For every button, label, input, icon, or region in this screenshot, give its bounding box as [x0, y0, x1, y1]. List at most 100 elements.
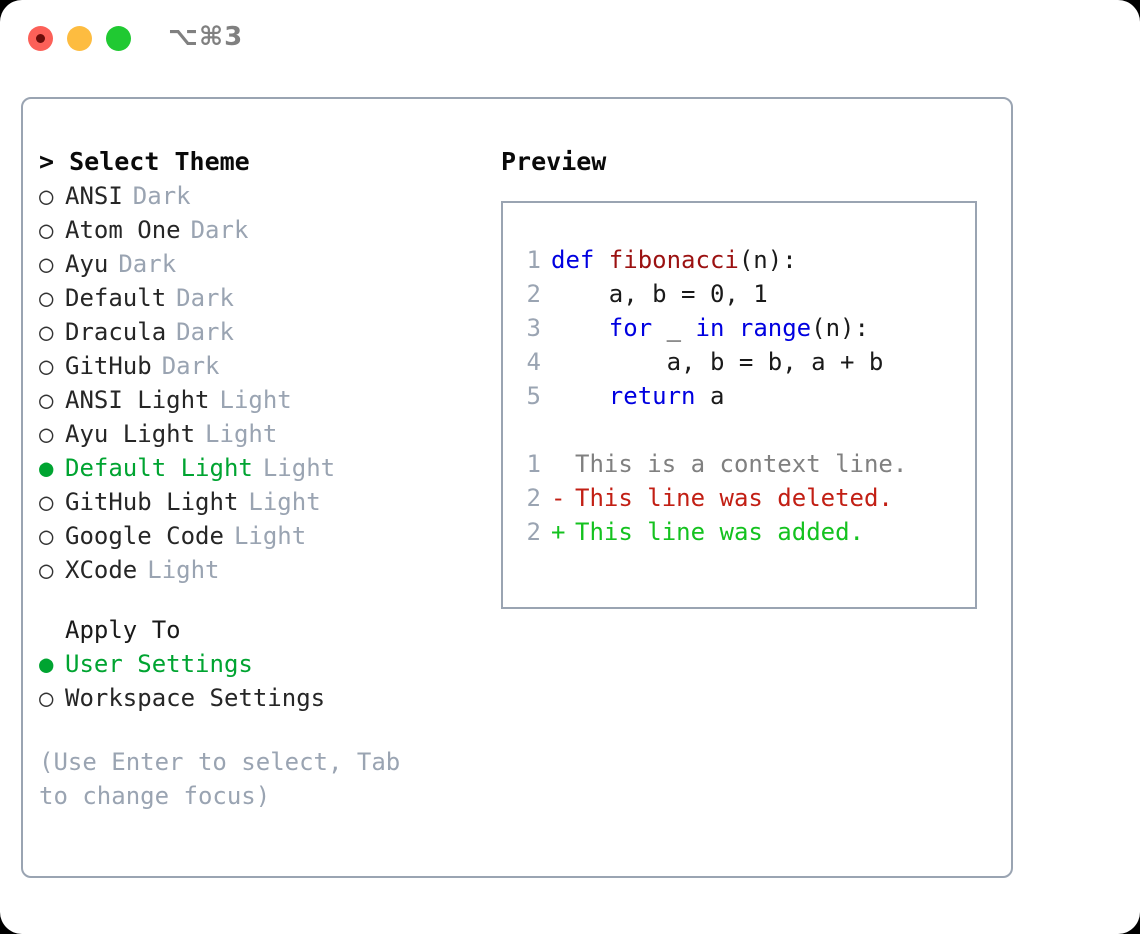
radio-unselected-icon: ○ [39, 522, 54, 550]
code-token: (n): [738, 246, 797, 274]
radio-unselected-icon: ○ [39, 420, 54, 448]
select-theme-heading: > Select Theme [39, 147, 250, 176]
theme-option-6[interactable]: ○ ANSI Light Light [39, 383, 479, 417]
diff-marker: - [551, 484, 566, 512]
code-token [551, 314, 609, 342]
radio-selected-icon: ● [39, 454, 54, 482]
radio-unselected-icon: ○ [39, 352, 54, 380]
code-token [724, 314, 738, 342]
code-line-text: a, b = 0, 1 [551, 277, 768, 311]
diff-line-number: 2 [526, 518, 541, 546]
theme-option-3[interactable]: ○ Default Dark [39, 281, 479, 315]
radio-selected-icon: ● [39, 650, 54, 678]
diff-sample: 1 This is a context line.2-This line was… [503, 447, 975, 549]
radio-unselected-icon: ○ [39, 216, 54, 244]
radio-unselected-icon: ○ [39, 684, 54, 712]
code-line-number: 2 [526, 280, 541, 308]
theme-variant-tag: Dark [118, 250, 177, 278]
theme-option-label: Default Light [65, 454, 253, 482]
code-line: 3 for _ in range(n): [503, 311, 975, 345]
radio-unselected-icon: ○ [39, 250, 54, 278]
theme-option-1[interactable]: ○ Atom One Dark [39, 213, 479, 247]
radio-unselected-icon: ○ [39, 386, 54, 414]
theme-option-label: ANSI Light [65, 386, 210, 414]
code-token: for [608, 314, 653, 342]
diff-line-number: 1 [526, 450, 541, 478]
code-token: return [608, 382, 696, 410]
window-titlebar: ⌥⌘3 [0, 0, 1140, 76]
code-token: a, b = b, a + b [551, 348, 884, 376]
theme-option-label: Google Code [65, 522, 224, 550]
traffic-light-group [28, 26, 131, 51]
theme-variant-tag: Dark [132, 182, 191, 210]
code-token: def [551, 246, 609, 274]
diff-marker: + [551, 518, 566, 546]
theme-variant-tag: Dark [176, 318, 234, 346]
minimize-button[interactable] [67, 26, 92, 51]
theme-option-label: Dracula [65, 318, 167, 346]
apply-option-0[interactable]: ● User Settings [39, 647, 479, 681]
maximize-button[interactable] [106, 26, 131, 51]
radio-unselected-icon: ○ [39, 182, 54, 210]
code-line-number: 4 [526, 348, 541, 376]
theme-variant-tag: Light [205, 420, 278, 448]
code-token: a, b = 0, 1 [551, 280, 768, 308]
code-line-number: 3 [526, 314, 541, 342]
code-line-number: 5 [526, 382, 541, 410]
theme-variant-tag: Dark [190, 216, 249, 244]
theme-option-label: XCode [65, 556, 138, 584]
diff-text: This line was deleted. [575, 484, 893, 512]
radio-unselected-icon: ○ [39, 284, 54, 312]
apply-to-section: Apply To ●User Settings○Workspace Settin… [39, 613, 479, 715]
code-line: 5 return a [503, 379, 975, 413]
diff-line-text: -This line was deleted. [551, 481, 893, 515]
theme-variant-tag: Light [219, 386, 292, 414]
keyboard-shortcut-label: ⌥⌘3 [168, 22, 244, 52]
code-line-text: for _ in range(n): [551, 311, 869, 345]
diff-line-text: + This line was added. [551, 515, 864, 549]
code-line-text: return a [551, 379, 725, 413]
code-line-text: a, b = b, a + b [551, 345, 884, 379]
apply-to-option-list[interactable]: ● User Settings ○Workspace Settings [39, 647, 479, 715]
theme-option-2[interactable]: ○ Ayu Dark [39, 247, 479, 281]
code-line: 1 def fibonacci(n): [503, 243, 975, 277]
code-token: (n): [811, 314, 869, 342]
apply-option-label: User Settings [65, 650, 253, 678]
theme-option-label: Default [65, 284, 167, 312]
theme-variant-tag: Light [147, 556, 220, 584]
theme-option-label: Atom One [65, 216, 181, 244]
theme-variant-tag: Light [262, 454, 336, 482]
diff-line-number: 2 [526, 484, 541, 512]
code-line-number: 1 [526, 246, 541, 274]
radio-unselected-icon: ○ [39, 488, 54, 516]
diff-line: 2 + This line was added. [503, 515, 975, 549]
close-button[interactable] [28, 26, 53, 51]
theme-variant-tag: Light [248, 488, 321, 516]
diff-line: 1 This is a context line. [503, 447, 975, 481]
diff-line: 2-This line was deleted. [503, 481, 975, 515]
theme-option-8[interactable]: ● Default Light Light [39, 451, 479, 485]
code-token: range [738, 314, 812, 342]
apply-option-1[interactable]: ○Workspace Settings [39, 681, 479, 715]
code-token: in [695, 314, 725, 342]
keyboard-hint-text: (Use Enter to select, Tab to change focu… [39, 748, 415, 810]
code-line: 4 a, b = b, a + b [503, 345, 975, 379]
theme-variant-tag: Dark [176, 284, 234, 312]
diff-text: This line was added. [575, 518, 864, 546]
diff-text: This is a context line. [575, 450, 908, 478]
code-token: fibonacci [608, 246, 739, 274]
theme-option-label: Ayu [65, 250, 109, 278]
